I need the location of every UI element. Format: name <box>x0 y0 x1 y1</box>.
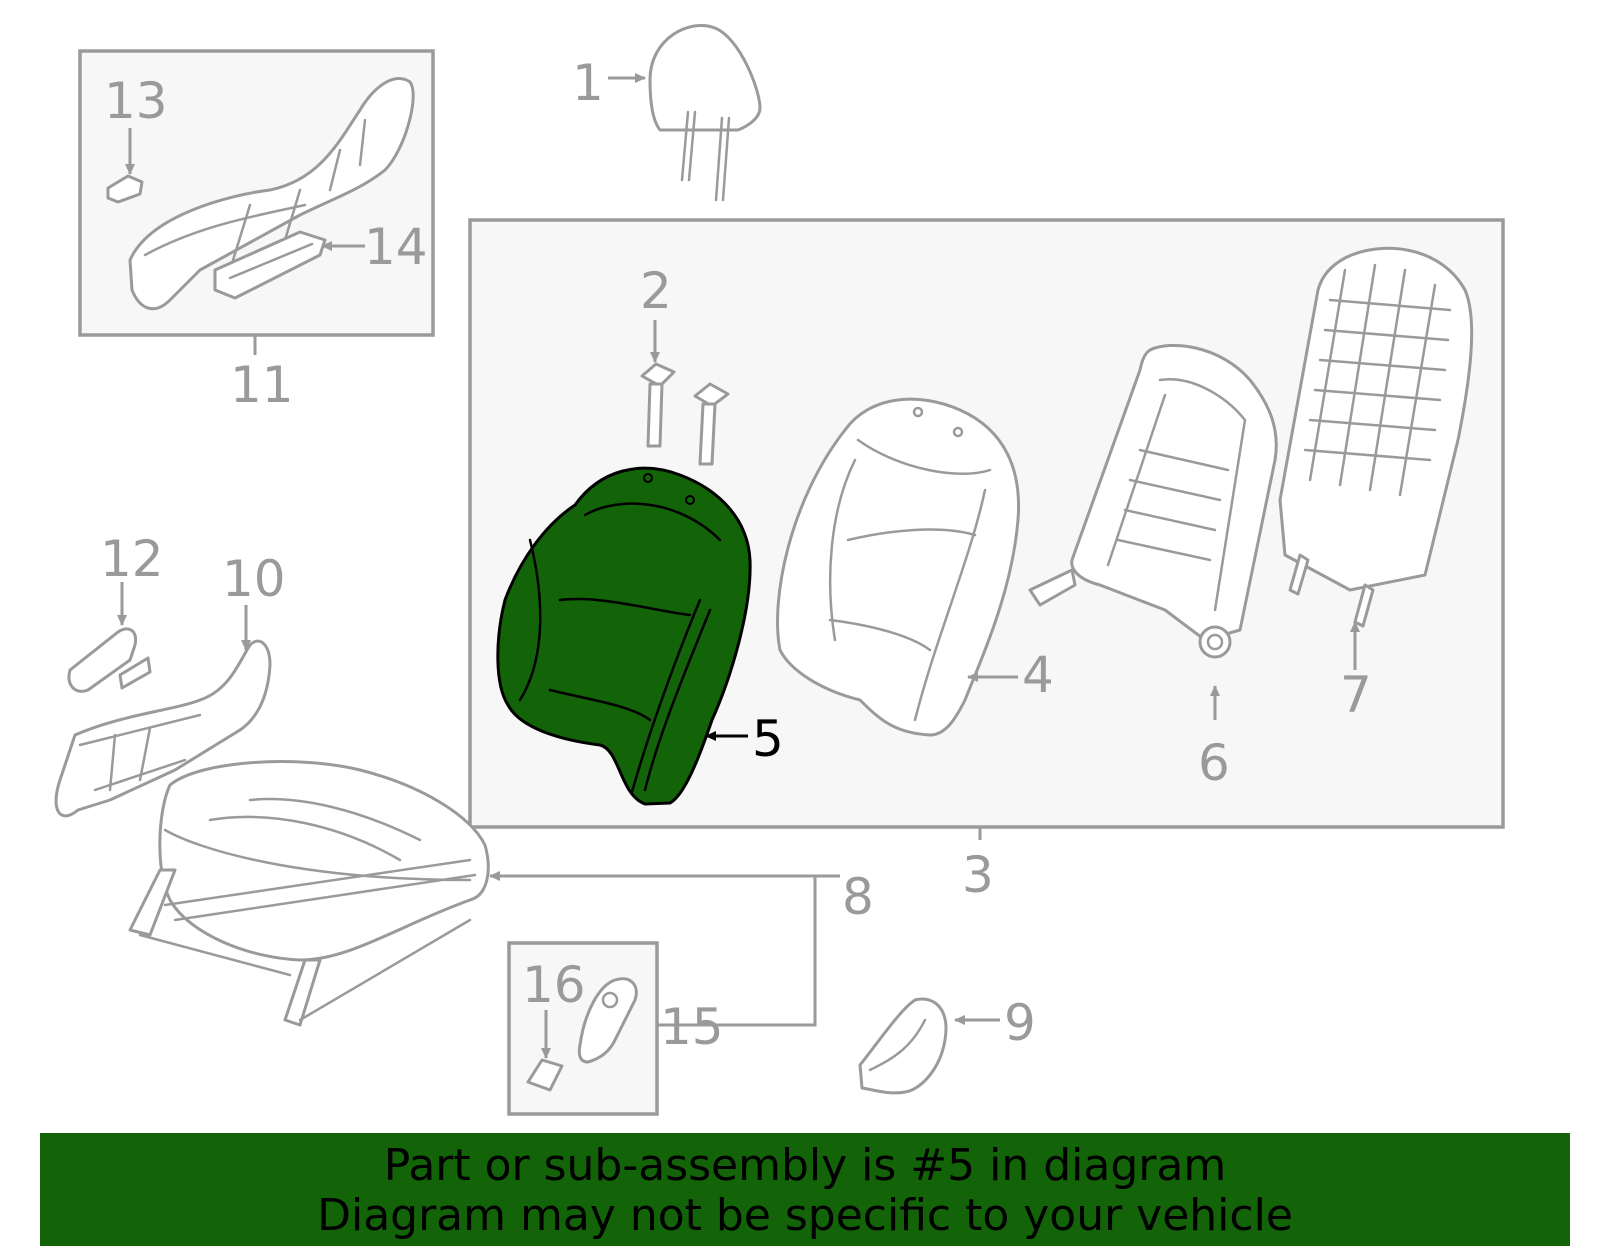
callout-3: 3 <box>962 846 994 904</box>
banner-line-2: Diagram may not be specific to your vehi… <box>317 1190 1293 1241</box>
part-info-banner: Part or sub-assembly is #5 in diagram Di… <box>40 1133 1570 1246</box>
callout-12: 12 <box>100 530 164 588</box>
callout-8: 8 <box>842 868 874 926</box>
seat-back-pad-part-5[interactable] <box>496 466 752 806</box>
callout-10: 10 <box>222 550 286 608</box>
callout-15: 15 <box>660 998 724 1056</box>
knob-part-12[interactable] <box>67 627 152 693</box>
cover-part-14[interactable] <box>213 230 327 300</box>
callout-1: 1 <box>572 54 604 112</box>
seat-cushion-part-8[interactable] <box>128 760 490 1027</box>
callout-5: 5 <box>752 710 784 768</box>
seat-back-board-part-7[interactable] <box>1278 246 1474 628</box>
callout-11: 11 <box>230 356 294 414</box>
callout-numbers: 1 2 3 4 5 6 7 8 9 10 11 12 13 14 15 16 <box>100 54 1372 1056</box>
headrest-part-1[interactable] <box>648 23 762 202</box>
side-shield-part-10[interactable] <box>54 639 272 818</box>
seat-track-part-11[interactable] <box>128 77 415 311</box>
seat-back-frame-part-6[interactable] <box>1028 343 1278 659</box>
callout-4: 4 <box>1022 646 1054 704</box>
bracket-part-15[interactable] <box>577 977 638 1064</box>
headrest-guide-part-2[interactable] <box>640 362 730 466</box>
callout-2: 2 <box>640 262 672 320</box>
callout-9: 9 <box>1004 994 1036 1052</box>
trim-cover-part-9[interactable] <box>858 997 948 1095</box>
clip-part-16[interactable] <box>526 1058 564 1092</box>
seat-back-cover-part-4[interactable] <box>776 397 1021 737</box>
callout-6: 6 <box>1198 734 1230 792</box>
banner-line-1: Part or sub-assembly is #5 in diagram <box>383 1140 1227 1191</box>
callout-16: 16 <box>522 956 586 1014</box>
bracket-part-13[interactable] <box>106 174 144 204</box>
callout-14: 14 <box>364 218 428 276</box>
leader-lines <box>117 73 1360 1059</box>
callout-13: 13 <box>104 72 168 130</box>
callout-7: 7 <box>1340 666 1372 724</box>
